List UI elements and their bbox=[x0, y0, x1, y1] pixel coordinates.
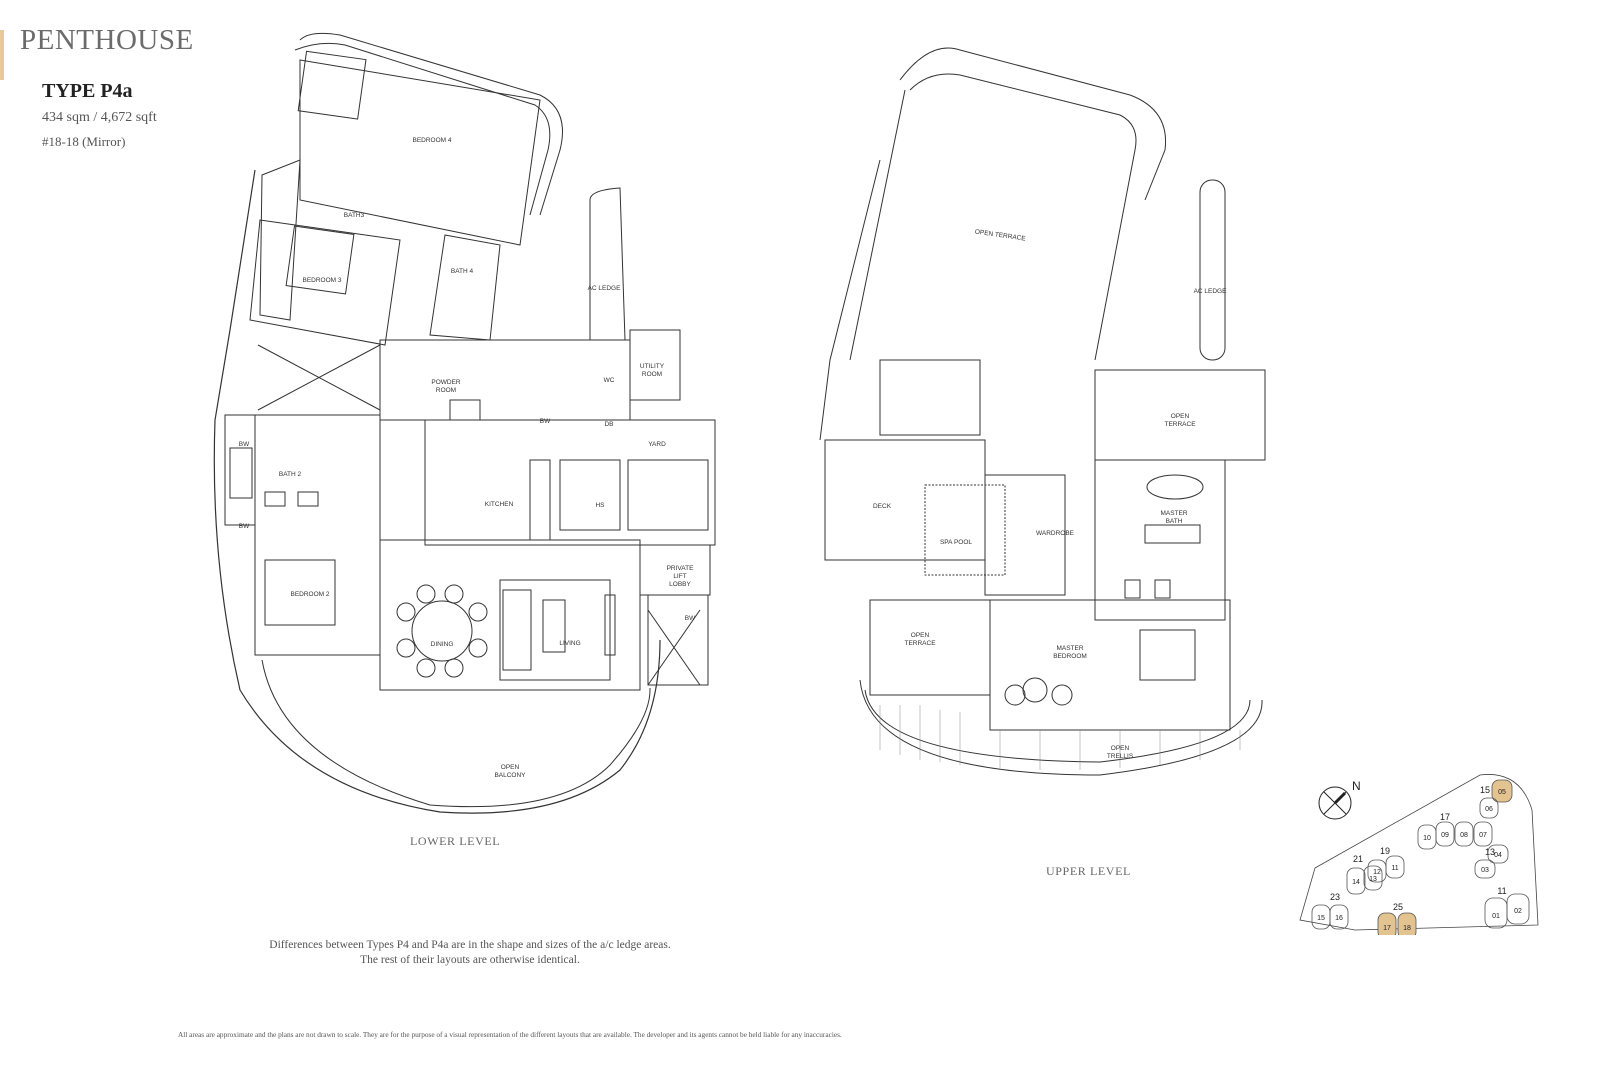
svg-text:23: 23 bbox=[1330, 892, 1340, 902]
label-bw: BW bbox=[239, 523, 250, 530]
svg-text:15: 15 bbox=[1317, 915, 1325, 922]
svg-text:13: 13 bbox=[1485, 847, 1495, 857]
svg-text:08: 08 bbox=[1460, 832, 1468, 839]
label-terrace2-2: TERRACE bbox=[1164, 421, 1196, 428]
label-balcony2: BALCONY bbox=[494, 772, 526, 779]
unit-area: 434 sqm / 4,672 sqft bbox=[42, 110, 157, 125]
label-bath4: BATH 4 bbox=[451, 268, 474, 275]
svg-text:04: 04 bbox=[1494, 852, 1502, 859]
label-bath3: BATH3 bbox=[344, 212, 365, 219]
label-wc: WC bbox=[604, 377, 615, 384]
label-bedroom2: BEDROOM 2 bbox=[290, 591, 329, 598]
label-open-terrace: OPEN TERRACE bbox=[974, 228, 1026, 242]
page-title: PENTHOUSE bbox=[20, 24, 194, 56]
unit-type: TYPE P4a bbox=[42, 80, 133, 102]
note-line-2: The rest of their layouts are otherwise … bbox=[360, 954, 580, 966]
svg-text:18: 18 bbox=[1403, 925, 1411, 932]
label-ac-ledge: AC LEDGE bbox=[588, 285, 622, 292]
svg-text:05: 05 bbox=[1498, 789, 1506, 796]
label-master-bed-2: BEDROOM bbox=[1053, 653, 1087, 660]
svg-text:25: 25 bbox=[1393, 902, 1403, 912]
site-plan: N 15 17 19 21 13 23 25 11 05 06 10 09 bbox=[1299, 774, 1539, 935]
lower-level-label: LOWER LEVEL bbox=[410, 834, 501, 848]
label-bw: BW bbox=[540, 418, 551, 425]
upper-level-label: UPPER LEVEL bbox=[1046, 864, 1131, 878]
unit-number: #18-18 (Mirror) bbox=[42, 134, 126, 149]
label-dining: DINING bbox=[431, 641, 454, 648]
svg-text:01: 01 bbox=[1492, 913, 1500, 920]
label-wardrobe: WARDROBE bbox=[1036, 530, 1075, 537]
label-deck: DECK bbox=[873, 503, 892, 510]
label-living: LIVING bbox=[559, 640, 580, 647]
label-terrace2-1: OPEN bbox=[1171, 413, 1190, 420]
label-bw: BW bbox=[239, 441, 250, 448]
label-yard: YARD bbox=[648, 441, 666, 448]
lower-level-plan: BEDROOM 4 BEDROOM 3 BEDROOM 2 BATH 2 BAT… bbox=[213, 32, 716, 814]
label-trellis-2: TRELLIS bbox=[1107, 753, 1134, 760]
label-terrace3-1: OPEN bbox=[911, 632, 930, 639]
svg-text:19: 19 bbox=[1380, 846, 1390, 856]
svg-text:10: 10 bbox=[1423, 835, 1431, 842]
label-bedroom3: BEDROOM 3 bbox=[302, 277, 341, 284]
svg-text:06: 06 bbox=[1485, 806, 1493, 813]
label-lift1: PRIVATE bbox=[667, 565, 695, 572]
svg-text:16: 16 bbox=[1335, 915, 1343, 922]
svg-text:17: 17 bbox=[1440, 812, 1450, 822]
label-master-bed-1: MASTER bbox=[1056, 645, 1083, 652]
label-kitchen: KITCHEN bbox=[485, 501, 514, 508]
label-bw: BW bbox=[685, 615, 696, 622]
label-utility2: ROOM bbox=[642, 371, 662, 378]
svg-text:13: 13 bbox=[1369, 876, 1377, 883]
label-utility1: UTILITY bbox=[640, 363, 665, 370]
svg-text:12: 12 bbox=[1373, 869, 1381, 876]
label-lift2: LIFT bbox=[673, 573, 686, 580]
accent-bar bbox=[0, 30, 4, 80]
label-lift3: LOBBY bbox=[669, 581, 691, 588]
svg-text:14: 14 bbox=[1352, 879, 1360, 886]
label-ac-ledge-upper: AC LEDGE bbox=[1194, 288, 1228, 295]
svg-text:15: 15 bbox=[1480, 785, 1490, 795]
label-powder1: POWDER bbox=[431, 379, 461, 386]
disclaimer: All areas are approximate and the plans … bbox=[178, 1030, 842, 1039]
upper-level-plan: OPEN TERRACE AC LEDGE OPEN TERRACE DECK … bbox=[819, 47, 1266, 776]
svg-text:17: 17 bbox=[1383, 925, 1391, 932]
label-terrace3-2: TERRACE bbox=[904, 640, 936, 647]
svg-text:03: 03 bbox=[1481, 867, 1489, 874]
label-balcony1: OPEN bbox=[501, 764, 520, 771]
svg-text:11: 11 bbox=[1391, 865, 1398, 872]
label-powder2: ROOM bbox=[436, 387, 456, 394]
svg-text:21: 21 bbox=[1353, 854, 1363, 864]
differences-note: Differences between Types P4 and P4a are… bbox=[260, 938, 680, 968]
label-hs: HS bbox=[595, 502, 605, 509]
compass-icon: N bbox=[1318, 779, 1361, 820]
label-db: DB bbox=[604, 421, 613, 428]
label-master-bath-1: MASTER bbox=[1160, 510, 1187, 517]
label-bedroom4: BEDROOM 4 bbox=[412, 137, 451, 144]
svg-text:11: 11 bbox=[1497, 886, 1506, 896]
label-trellis-1: OPEN bbox=[1111, 745, 1130, 752]
svg-text:07: 07 bbox=[1479, 832, 1487, 839]
label-spa-pool: SPA POOL bbox=[940, 539, 972, 546]
svg-text:N: N bbox=[1352, 779, 1361, 793]
note-line-1: Differences between Types P4 and P4a are… bbox=[269, 939, 671, 951]
svg-text:09: 09 bbox=[1441, 832, 1449, 839]
label-bath2: BATH 2 bbox=[279, 471, 302, 478]
svg-text:02: 02 bbox=[1514, 908, 1522, 915]
label-master-bath-2: BATH bbox=[1166, 518, 1183, 525]
